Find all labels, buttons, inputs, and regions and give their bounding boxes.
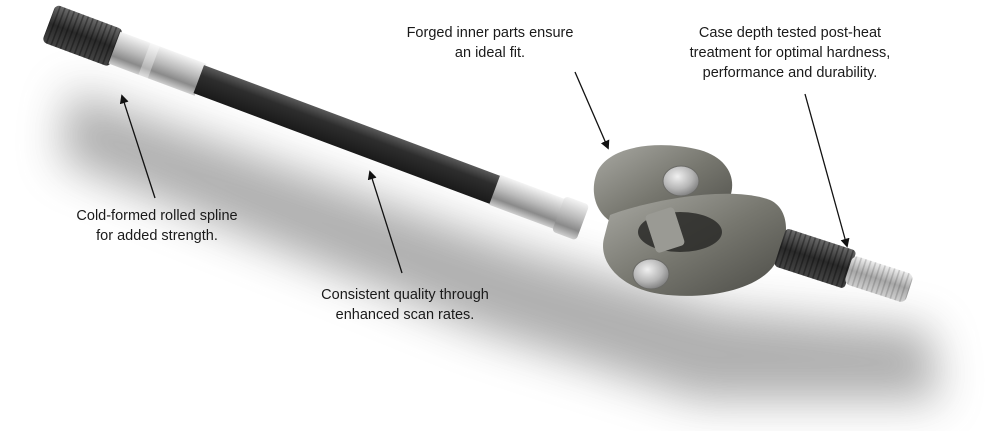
universal-joint bbox=[593, 145, 786, 296]
callout-heat-treatment: Case depth tested post-heat treatment fo… bbox=[680, 23, 900, 83]
callout-line: Case depth tested post-heat bbox=[698, 25, 882, 41]
arrow-forged bbox=[574, 71, 610, 150]
arrow-spline bbox=[119, 94, 156, 199]
axle-shaft bbox=[43, 5, 589, 240]
drop-shadow bbox=[60, 90, 940, 400]
coated-shaft bbox=[193, 65, 502, 205]
arrow-scan bbox=[367, 170, 403, 274]
callout-line: performance and durability. bbox=[702, 65, 878, 81]
callout-line: Forged inner parts ensure bbox=[406, 25, 574, 41]
callout-line: Cold-formed rolled spline bbox=[76, 208, 238, 224]
callout-line: Consistent quality through bbox=[321, 287, 489, 303]
callout-line: an ideal fit. bbox=[454, 45, 526, 61]
stub-shaft bbox=[774, 229, 913, 302]
bearing-cap-top bbox=[662, 165, 700, 197]
bearing-cap-bottom bbox=[632, 258, 670, 290]
callout-line: enhanced scan rates. bbox=[335, 307, 475, 323]
callout-forged-parts: Forged inner parts ensure an ideal fit. bbox=[395, 23, 585, 63]
callout-line: treatment for optimal hardness, bbox=[689, 45, 891, 61]
callout-scan-rates: Consistent quality through enhanced scan… bbox=[305, 285, 505, 325]
callout-line: for added strength. bbox=[96, 228, 218, 244]
arrow-heat bbox=[804, 93, 850, 248]
callout-rolled-spline: Cold-formed rolled spline for added stre… bbox=[62, 206, 252, 246]
left-collar bbox=[108, 31, 207, 96]
